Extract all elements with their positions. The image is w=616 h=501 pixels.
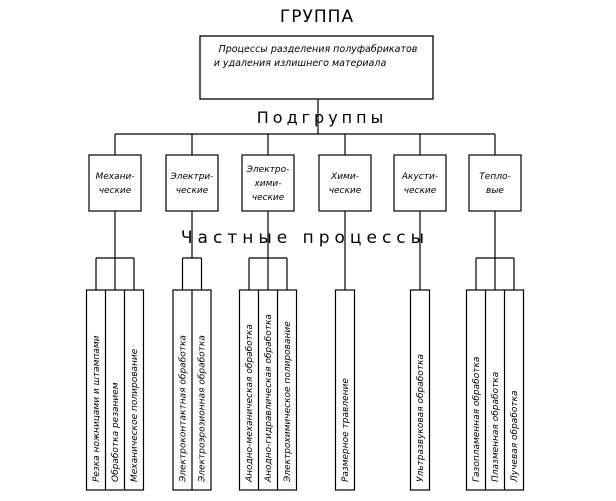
subgroup-box [88, 154, 142, 212]
process-label: Обработка резанием [111, 382, 121, 482]
subgroup-box [165, 154, 219, 212]
process-label: Электрохимическое полирование [283, 321, 293, 483]
process-group-box [409, 289, 431, 491]
subgroup-label-line: Электро- [246, 165, 290, 175]
subgroup-label-line: Электри- [169, 172, 213, 182]
process-group-box [238, 289, 298, 491]
subgroup-box [318, 154, 372, 212]
subgroup-label-line: ческие [329, 186, 362, 196]
process-group-box [85, 289, 145, 491]
process-label: Резка ножницами и штампами [92, 335, 102, 482]
subgroup-label-line: Механи- [95, 172, 134, 182]
subgroup-label-line: хими- [253, 179, 281, 189]
process-label: Электроэрозионная обработка [198, 335, 208, 483]
partial-processes-label: Частные процессы [181, 228, 429, 248]
process-group-box [465, 289, 525, 491]
process-label: Размерное травление [341, 378, 351, 482]
group-title: ГРУППА [280, 7, 354, 27]
subgroup-box [393, 154, 447, 212]
process-label: Анодно-механическая обработка [245, 324, 255, 483]
root-text-line1: Процессы разделения полуфабрикатов [219, 44, 418, 55]
root-box [199, 35, 434, 100]
subgroups-label: Подгруппы [257, 108, 387, 127]
process-label: Газопламенная обработка [472, 357, 482, 482]
root-text-line2: и удаления излишнего материала [214, 58, 387, 69]
subgroup-label-line: ческие [252, 193, 285, 203]
process-label: Электроконтактная обработка [179, 335, 189, 483]
process-label: Механическое полирование [130, 348, 140, 482]
process-label: Лучевая обработка [510, 390, 520, 483]
subgroup-box [468, 154, 522, 212]
subgroup-label-line: Хими- [330, 172, 359, 182]
process-label: Анодно-гидравлическая обработка [264, 314, 274, 483]
subgroup-label-line: ческие [99, 186, 132, 196]
subgroup-label-line: ческие [176, 186, 209, 196]
subgroup-label-line: Тепло- [479, 172, 510, 182]
process-group-box [334, 289, 356, 491]
process-label: Плазменная обработка [491, 372, 501, 482]
subgroup-label-line: Акусти- [401, 172, 438, 182]
subgroup-label-line: ческие [404, 186, 437, 196]
process-label: Ультразвуковая обработка [416, 354, 426, 482]
subgroup-label-line: вые [486, 186, 504, 196]
